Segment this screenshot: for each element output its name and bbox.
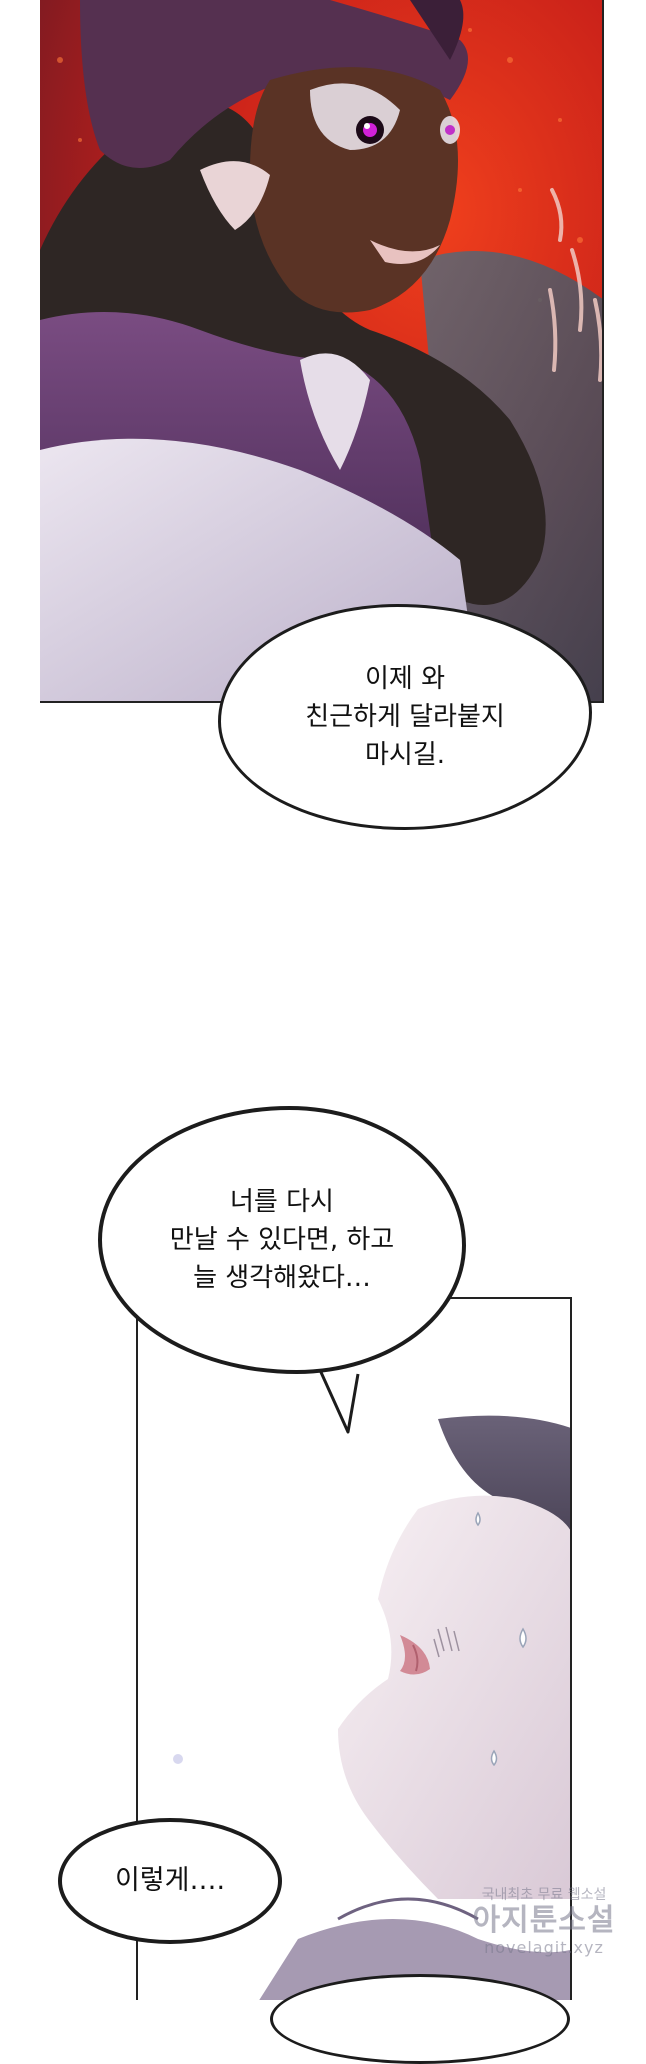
speech-line: 만날 수 있다면, 하고 <box>169 1225 395 1255</box>
speech-line: 마시길. <box>364 740 446 770</box>
speech-bubble-top: 이제 와 친근하게 달라붙지 마시길. <box>218 604 592 830</box>
speech-bubble-tail <box>318 1370 360 1434</box>
speech-bubble-bottom: 이렇게…. <box>58 1818 282 1944</box>
comic-panel-top <box>40 0 604 703</box>
watermark-tagline: 국내최초 무료 웹소설 <box>481 1887 607 1903</box>
watermark-logo: 아지툰소설 <box>472 1903 616 1938</box>
watermark-url: novelagit.xyz <box>484 1938 604 1957</box>
speech-bubble-middle: 너를 다시 만날 수 있다면, 하고 늘 생각해왔다… <box>98 1106 466 1374</box>
speech-line: 너를 다시 <box>230 1187 334 1217</box>
masked-character-illustration <box>40 0 602 701</box>
speech-line: 친근하게 달라붙지 <box>305 702 505 732</box>
speech-line: 늘 생각해왔다… <box>193 1263 371 1293</box>
speech-line: 이렇게…. <box>114 1865 226 1896</box>
comic-panel-bottom <box>136 1297 572 2000</box>
speech-bubble-top-text: 이제 와 친근하게 달라붙지 마시길. <box>305 660 505 774</box>
speech-line: 이제 와 <box>364 664 446 694</box>
speech-bubble-middle-text: 너를 다시 만날 수 있다면, 하고 늘 생각해왔다… <box>170 1183 394 1297</box>
site-watermark: 국내최초 무료 웹소설 아지툰소설 novelagit.xyz <box>444 1886 644 1958</box>
speech-bubble-cutoff <box>270 1974 570 2064</box>
